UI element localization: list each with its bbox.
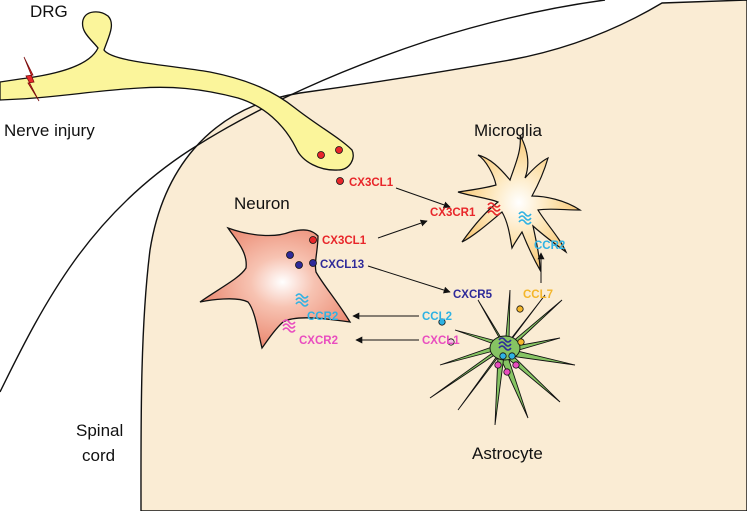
ccl2-vesicle <box>499 352 507 360</box>
cx3cr1-receptor-icon <box>487 202 501 216</box>
lightning-bolt-icon <box>23 56 40 102</box>
cxcl13-vesicle <box>309 259 317 267</box>
cxcl1-vesicle <box>503 368 511 376</box>
cxcr5-label: CXCR5 <box>453 289 493 301</box>
ccl7-vesicle <box>517 338 525 346</box>
ccr2-neuron-label: CCR2 <box>307 311 338 323</box>
astrocyte-cell <box>429 289 576 426</box>
arrow-cx3cl1-drg-to-cx3cr1 <box>395 187 451 209</box>
cxcl13-vesicle <box>286 251 294 259</box>
cx3cr1-label: CX3CR1 <box>430 207 476 219</box>
cxcl1-vesicle <box>512 361 520 369</box>
cxcr2-receptor-icon <box>282 319 296 333</box>
microglia-label: Microglia <box>474 121 543 140</box>
cxcl1-released-dot <box>447 338 455 346</box>
cx3cl1-drg-label: CX3CL1 <box>349 177 394 189</box>
cxcr5-receptor-icon <box>498 337 512 351</box>
ccl7-label: CCL7 <box>523 289 553 301</box>
arrow-cxcl13-to-cxcr5 <box>367 265 451 294</box>
microglia-cell <box>457 134 582 273</box>
arrow-cx3cl1-neuron-to-cx3cr1 <box>377 219 428 239</box>
ccl2-released-dot <box>438 318 446 326</box>
cxcl1-vesicle <box>494 361 502 369</box>
cxcl1-label: CXCL1 <box>422 335 460 347</box>
ccl7-released-dot <box>516 305 524 313</box>
cx3cl1-vesicle <box>335 146 343 154</box>
spinal-cord-label-line2: cord <box>82 446 115 465</box>
ccl2-label: CCL2 <box>422 311 452 323</box>
spinal-cord-label-line1: Spinal <box>76 421 123 440</box>
cx3cl1-vesicle <box>309 236 317 244</box>
drg-label: DRG <box>30 2 68 21</box>
ccr2-microglia-label: CCR2 <box>534 240 565 252</box>
cx3cl1-vesicle <box>317 151 325 159</box>
cxcl13-vesicle <box>295 261 303 269</box>
nerve-injury-label: Nerve injury <box>4 121 95 140</box>
cx3cl1-vesicle <box>336 177 344 185</box>
neuron-label: Neuron <box>234 194 290 213</box>
cx3cl1-neuron-label: CX3CL1 <box>322 235 367 247</box>
cxcl13-label: CXCL13 <box>320 259 364 271</box>
ccr2-receptor-icon <box>518 211 532 225</box>
astrocyte-label: Astrocyte <box>472 444 543 463</box>
ccr2-receptor-icon <box>295 293 309 307</box>
cxcr2-label: CXCR2 <box>299 335 338 347</box>
ccl2-vesicle <box>508 352 516 360</box>
